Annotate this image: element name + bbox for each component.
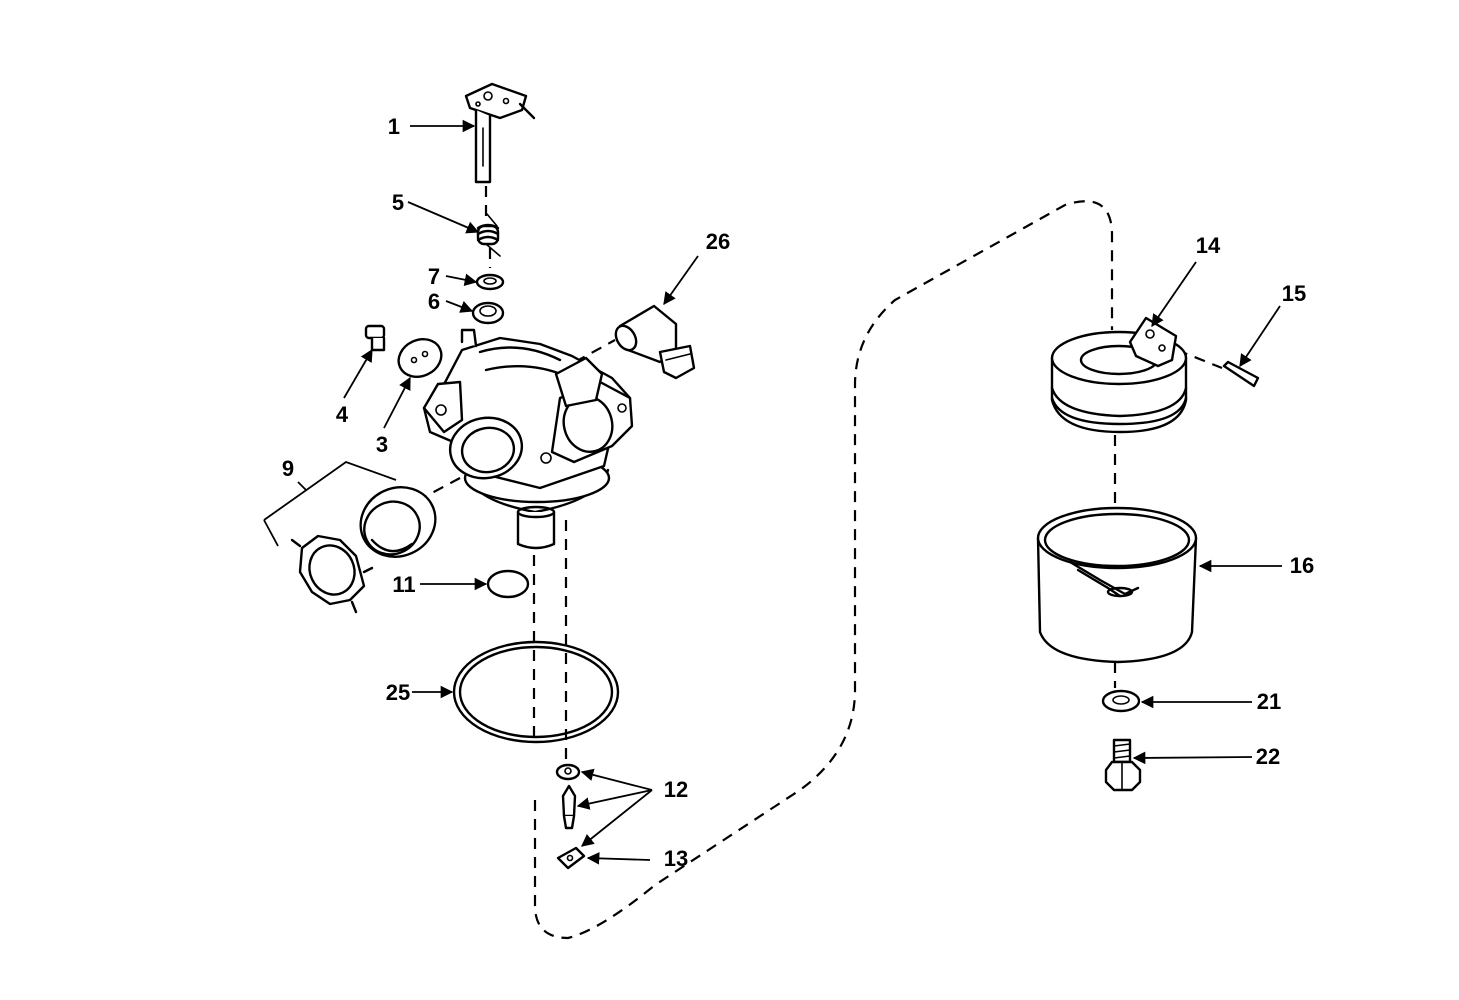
part-7-washer [475,273,505,291]
callout-15: 15 [1282,281,1306,306]
part-16-bowl [1036,506,1198,664]
part-14-float [1050,316,1188,434]
callout-6: 6 [428,289,440,314]
part-26-elbow [614,304,696,380]
assembly-dashed-lines [399,186,1223,940]
callout-26: 26 [706,229,730,254]
part-15-pin [1222,360,1260,388]
part-13-clip [556,846,586,870]
callout-labels: 1 5 7 6 4 3 26 9 11 25 12 13 14 15 16 21… [282,114,1314,871]
part-5-spring [476,213,501,257]
callout-9: 9 [282,456,294,481]
callout-3: 3 [376,432,388,457]
callout-25: 25 [386,680,410,705]
carburetor-body [422,328,634,550]
callout-14: 14 [1196,233,1221,258]
part-1-shaft [464,82,536,184]
leader-lines [263,119,1282,865]
callout-4: 4 [336,402,349,427]
callout-16: 16 [1290,553,1314,578]
part-3-plate [397,338,443,378]
callout-1: 1 [388,114,400,139]
callout-11: 11 [392,572,415,597]
part-22-nut [1104,738,1142,792]
callout-22: 22 [1256,744,1280,769]
callout-5: 5 [392,190,404,215]
part-4-screw [364,324,386,352]
part-11-plug [486,569,530,599]
part-6-seal [471,301,505,325]
callout-13: 13 [664,846,688,871]
part-12-needle [555,763,581,830]
callout-21: 21 [1257,689,1281,714]
part-25-gasket [452,640,620,744]
part-9-primer [290,486,437,614]
callout-7: 7 [428,264,440,289]
part-21-washer [1101,689,1141,713]
callout-12: 12 [664,777,688,802]
